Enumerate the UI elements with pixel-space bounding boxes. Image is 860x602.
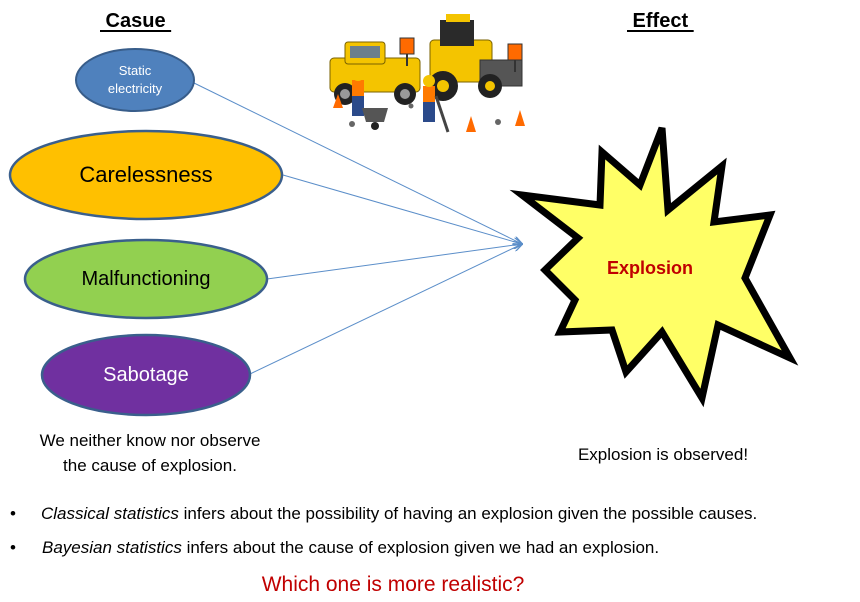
arrow-sabotage xyxy=(249,244,522,375)
arrow-carelessness xyxy=(282,174,522,244)
cause-ellipse-malfunctioning xyxy=(23,238,269,320)
bullet-italic-term: Classical statistics xyxy=(41,504,179,523)
effect-header: Effect xyxy=(627,10,694,32)
bullet-rest: infers about the cause of explosion give… xyxy=(181,538,660,557)
bullet-text: Classical statistics infers about the po… xyxy=(41,504,757,524)
explosion-star-icon xyxy=(509,126,799,408)
cause-note: We neither know nor observe the cause of… xyxy=(10,428,290,478)
bullet-italic-term: Bayesian statistics xyxy=(42,538,182,557)
bullet-rest: infers about the possibility of having a… xyxy=(178,504,758,523)
cause-ellipse-sabotage xyxy=(40,333,252,417)
cause-note-line: We neither know nor observe xyxy=(39,431,261,450)
effect-note: Explosion is observed! xyxy=(577,445,749,464)
bullet-text: Bayesian statistics infers about the cau… xyxy=(42,538,659,558)
construction-toy-scene-icon xyxy=(329,14,525,133)
cause-note-line: the cause of explosion. xyxy=(63,456,237,475)
arrow-malfunctioning xyxy=(266,244,522,280)
bullet-dot-icon: • xyxy=(10,538,16,557)
cause-header: Casue xyxy=(100,10,172,32)
bullet-dot-icon: • xyxy=(10,504,16,523)
arrow-static-electricity xyxy=(191,81,522,244)
cause-ellipse-carelessness xyxy=(8,129,284,221)
cause-ellipse-static-electricity xyxy=(75,48,195,112)
question-text: Which one is more realistic? xyxy=(261,573,525,596)
